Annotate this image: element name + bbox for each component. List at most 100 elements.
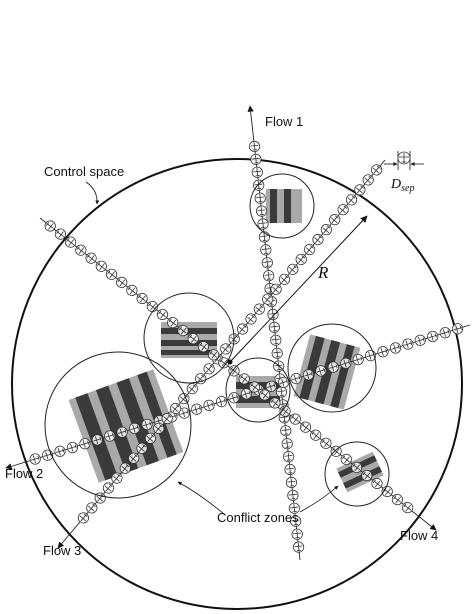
control-space-leader	[85, 181, 100, 205]
aircraft-marker	[291, 528, 303, 540]
aircraft-marker	[302, 369, 315, 381]
aircraft-marker	[248, 381, 260, 393]
aircraft-marker	[293, 541, 305, 553]
aircraft-marker	[254, 192, 266, 204]
aircraft-marker	[197, 341, 209, 353]
aircraft-marker	[178, 407, 190, 419]
aircraft-marker	[295, 253, 307, 265]
aircraft-marker	[261, 257, 273, 269]
aircraft-marker	[85, 252, 97, 264]
aircraft-marker	[251, 166, 263, 178]
aircraft-marker	[75, 244, 87, 256]
conflict-zones-label: Conflict zones	[217, 510, 299, 525]
aircraft-marker	[203, 363, 215, 375]
aircraft-marker	[439, 327, 451, 339]
aircraft-marker	[187, 333, 199, 345]
aircraft-marker	[278, 273, 291, 285]
aircraft-marker	[352, 353, 364, 366]
aircraft-marker	[220, 343, 232, 355]
aircraft-marker	[270, 334, 282, 346]
aircraft-marker	[170, 402, 182, 415]
aircraft-marker	[256, 205, 268, 217]
dsep-indicator: Dsep	[384, 151, 424, 194]
aircraft-marker	[153, 422, 165, 434]
conflict-zone-bottom-right	[324, 441, 390, 507]
aircraft-marker	[402, 338, 414, 350]
aircraft-marker	[371, 164, 383, 176]
aircraft-marker	[391, 494, 403, 506]
aircraft-marker	[287, 489, 299, 501]
aircraft-marker	[167, 317, 179, 329]
aircraft-marker	[104, 430, 116, 442]
conflict-zone-left	[143, 292, 235, 384]
aircraft-marker	[340, 453, 352, 465]
aircraft-marker	[215, 396, 228, 408]
aircraft-marker	[337, 204, 349, 216]
aircraft-marker	[228, 365, 240, 377]
aircraft-marker	[218, 357, 230, 369]
aircraft-marker	[361, 469, 373, 482]
aircraft-marker	[267, 308, 279, 321]
bars-zone-right	[293, 334, 361, 410]
aircraft-marker	[351, 461, 363, 473]
aircraft-marker	[136, 292, 148, 305]
conflict-zone-center	[225, 357, 291, 423]
aircraft-marker	[177, 325, 189, 337]
aircraft-marker	[119, 462, 131, 474]
aircraft-marker	[161, 412, 173, 425]
aircraft-marker	[66, 441, 79, 454]
aircraft-marker	[427, 330, 439, 343]
aircraft-marker	[362, 174, 374, 186]
aircraft-marker	[284, 463, 296, 476]
conflict-zone-leader-left	[177, 481, 225, 515]
aircraft-marker	[259, 389, 271, 401]
control-space-boundary	[11, 158, 463, 610]
aircraft-marker	[402, 502, 414, 514]
aircraft-marker	[41, 449, 54, 461]
aircraft-marker	[377, 346, 389, 358]
aircraft-marker	[320, 437, 332, 449]
bars-zone-large	[68, 369, 184, 483]
aircraft-marker	[240, 388, 252, 400]
aircraft-marker	[248, 140, 261, 153]
aircraft-marker	[141, 418, 153, 431]
aircraft-marker	[111, 472, 123, 484]
aircraft-marker	[285, 476, 298, 489]
aircraft-marker	[91, 434, 103, 446]
aircraft-marker	[203, 399, 215, 411]
aircraft-marker	[345, 194, 358, 206]
aircraft-marker	[208, 349, 220, 361]
conflict-zone-top	[249, 173, 315, 239]
aircraft-marker	[389, 342, 402, 354]
aircraft-marker	[245, 313, 257, 325]
aircraft-marker	[191, 403, 203, 415]
aircraft-marker	[253, 303, 265, 315]
aircraft-marker	[136, 442, 148, 454]
aircraft-marker	[263, 270, 275, 282]
aircraft-marker	[86, 502, 98, 514]
aircraft-marker	[144, 432, 156, 444]
dsep-label: Dsep	[390, 177, 414, 194]
aircraft-marker	[257, 218, 269, 230]
aircraft-marker	[116, 426, 128, 438]
flow-4-label: Flow 4	[400, 528, 438, 543]
aircraft-marker	[102, 482, 115, 494]
aircraft-marker	[44, 220, 56, 232]
conflict-zone-right	[287, 323, 377, 413]
control-space-center-dot	[227, 359, 233, 365]
aircraft-marker	[329, 214, 341, 226]
aircraft-marker	[126, 284, 138, 296]
bars-zone-top	[266, 189, 302, 223]
aircraft-marker	[79, 438, 91, 450]
aircraft-marker	[95, 260, 107, 272]
aircraft-marker	[77, 512, 90, 524]
aircraft-marker	[238, 373, 250, 385]
aircraft-marker	[105, 268, 118, 280]
aircraft-marker	[29, 453, 41, 465]
aircraft-marker	[54, 445, 66, 457]
flow-1-label: Flow 1	[265, 114, 303, 129]
aircraft-marker	[128, 452, 140, 464]
aircraft-marker	[281, 438, 293, 450]
aircraft-marker	[312, 233, 324, 246]
